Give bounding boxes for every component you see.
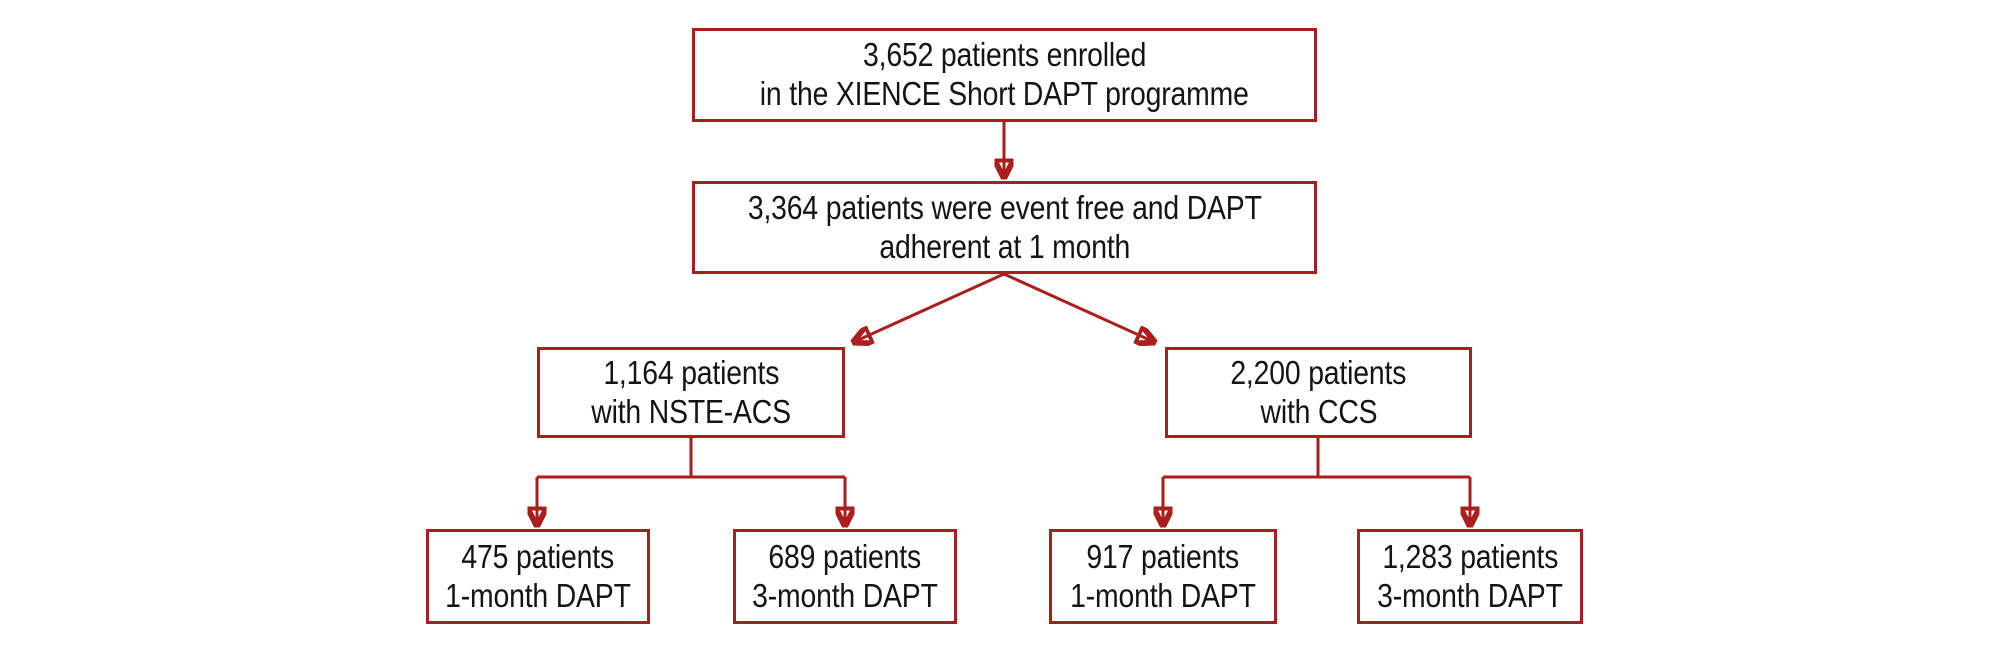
flow-node-ccs-1month: 917 patients 1-month DAPT [1049, 529, 1277, 624]
flow-node-nste-acs-line2: with NSTE-ACS [591, 392, 791, 430]
flow-node-ccs-1month-line2: 1-month DAPT [1070, 576, 1256, 614]
flow-node-eventfree-line2: adherent at 1 month [879, 227, 1130, 265]
flow-node-enrolled: 3,652 patients enrolled in the XIENCE Sh… [692, 28, 1317, 122]
flow-node-ccs-3month: 1,283 patients 3-month DAPT [1357, 529, 1583, 624]
flow-node-eventfree-line1: 3,364 patients were event free and DAPT [747, 188, 1262, 226]
edge-eventfree-to-ccs [1003, 272, 1152, 341]
flow-node-nste-1month-line2: 1-month DAPT [445, 576, 631, 614]
flow-node-ccs-line2: with CCS [1260, 392, 1377, 430]
flow-node-eventfree: 3,364 patients were event free and DAPT … [692, 181, 1317, 274]
flow-node-nste-3month-line1: 689 patients [768, 537, 922, 575]
flow-node-nste-acs-line1: 1,164 patients [603, 353, 779, 391]
flow-node-nste-3month-line2: 3-month DAPT [752, 576, 938, 614]
edge-rail-nsteacs [537, 438, 845, 479]
flow-node-ccs-line1: 2,200 patients [1230, 353, 1407, 391]
flow-node-nste-3month: 689 patients 3-month DAPT [733, 529, 957, 624]
flow-node-nste-acs: 1,164 patients with NSTE-ACS [537, 347, 845, 438]
flow-node-ccs-3month-line2: 3-month DAPT [1377, 576, 1563, 614]
flow-node-ccs-1month-line1: 917 patients [1086, 537, 1240, 575]
flow-node-ccs-3month-line1: 1,283 patients [1382, 537, 1558, 575]
flow-node-nste-1month-line1: 475 patients [461, 537, 615, 575]
edge-rail-ccs [1163, 438, 1470, 479]
flow-node-enrolled-line2: in the XIENCE Short DAPT programme [760, 75, 1249, 112]
edge-eventfree-to-nsteacs [856, 272, 1005, 341]
flow-node-nste-1month: 475 patients 1-month DAPT [426, 529, 650, 624]
flow-node-enrolled-line1: 3,652 patients enrolled [862, 36, 1147, 74]
flow-node-ccs: 2,200 patients with CCS [1165, 347, 1472, 438]
